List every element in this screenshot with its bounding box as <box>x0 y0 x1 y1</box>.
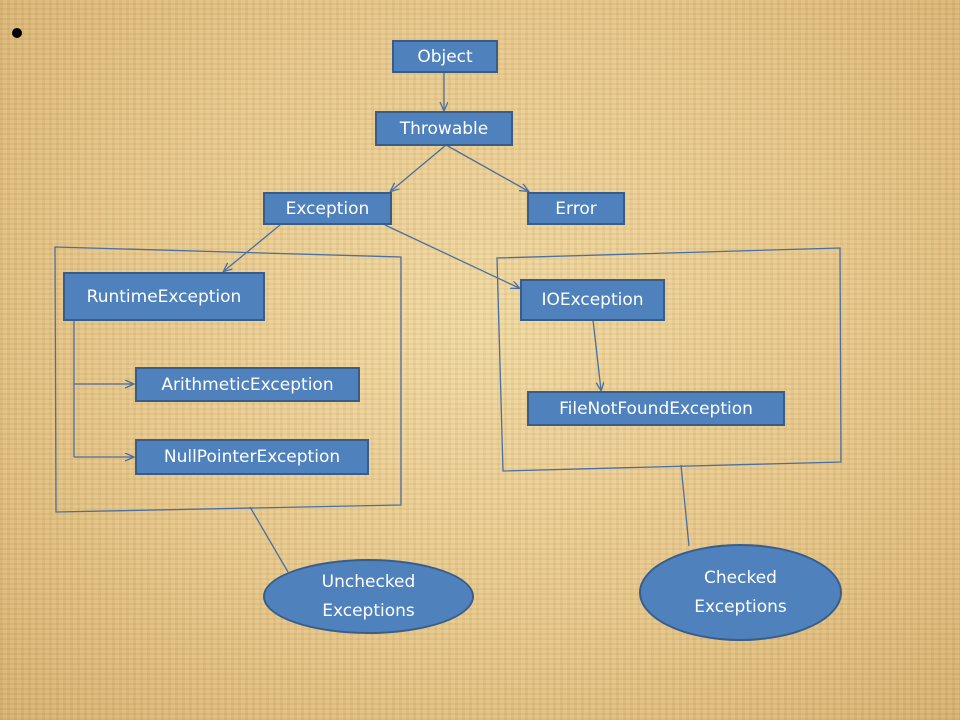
checked-exceptions-label: Checked Exceptions <box>694 567 787 617</box>
unchecked-exceptions-label: Unchecked Exceptions <box>321 571 416 621</box>
node-object: Object <box>392 40 498 73</box>
unchecked-callout-line <box>249 506 289 573</box>
bullet-point <box>12 28 22 38</box>
edge-io-filenotfound <box>592 319 601 390</box>
node-runtime-exception: RuntimeException <box>63 272 265 321</box>
unchecked-exceptions-ellipse: Unchecked Exceptions <box>263 559 474 634</box>
node-arithmetic-exception: ArithmeticException <box>135 367 360 402</box>
edge-throwable-error <box>445 144 528 191</box>
unchecked-group-frame <box>54 246 402 513</box>
node-null-pointer-exception: NullPointerException <box>135 439 369 475</box>
edge-throwable-exception <box>391 144 447 191</box>
checked-group-frame <box>496 247 842 472</box>
node-throwable: Throwable <box>375 111 513 146</box>
node-io-exception: IOException <box>520 279 665 321</box>
edge-exception-runtime <box>224 224 281 271</box>
node-file-not-found-exception: FileNotFoundException <box>527 391 785 426</box>
node-error: Error <box>527 192 625 225</box>
edge-exception-io <box>384 224 519 288</box>
checked-callout-line <box>680 464 690 547</box>
node-exception: Exception <box>263 192 392 225</box>
checked-exceptions-ellipse: Checked Exceptions <box>639 544 842 641</box>
